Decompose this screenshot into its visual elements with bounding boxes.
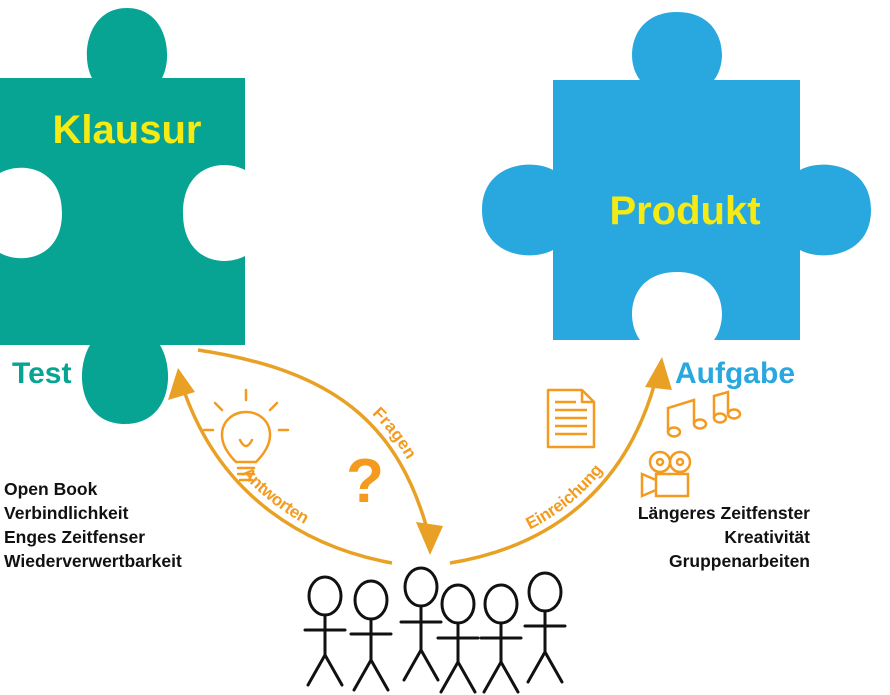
right-feature-list: Längeres Zeitfenster Kreativität Gruppen… — [638, 501, 810, 573]
left-puzzle-label: Test — [12, 357, 71, 390]
video-camera-icon — [640, 450, 692, 498]
right-puzzle-label: Aufgabe — [675, 357, 795, 390]
left-list-item: Wiederverwertbarkeit — [4, 551, 182, 571]
right-puzzle-title: Produkt — [609, 189, 760, 233]
submission-arrow-label: Einreichung — [523, 461, 606, 534]
stick-figure-icon — [436, 583, 480, 694]
right-list-item: Kreativität — [724, 527, 810, 547]
questions-arrow: Fragen — [197, 348, 443, 555]
question-mark: ? — [346, 447, 384, 516]
left-puzzle-piece: Klausur — [0, 8, 245, 424]
stick-figure-icon — [399, 566, 443, 682]
right-list-item: Längeres Zeitfenster — [637, 503, 810, 523]
stick-figure-icon — [479, 583, 523, 694]
right-list-item: Gruppenarbeiten — [669, 551, 810, 571]
document-icon — [546, 388, 596, 449]
left-list-item: Open Book — [4, 479, 98, 499]
left-list-item: Verbindlichkeit — [4, 503, 129, 523]
right-puzzle-piece: Produkt — [482, 12, 871, 340]
students-group — [303, 566, 567, 694]
music-notes-icon — [666, 390, 742, 438]
left-list-item: Enges Zeitfenser — [4, 527, 146, 547]
stick-figure-icon — [303, 575, 347, 687]
stick-figure-icon — [349, 579, 393, 692]
stick-figure-icon — [523, 571, 567, 684]
lightbulb-icon — [202, 388, 290, 482]
left-feature-list: Open Book Verbindlichkeit Enges Zeitfens… — [4, 477, 182, 573]
left-puzzle-title: Klausur — [53, 108, 202, 152]
